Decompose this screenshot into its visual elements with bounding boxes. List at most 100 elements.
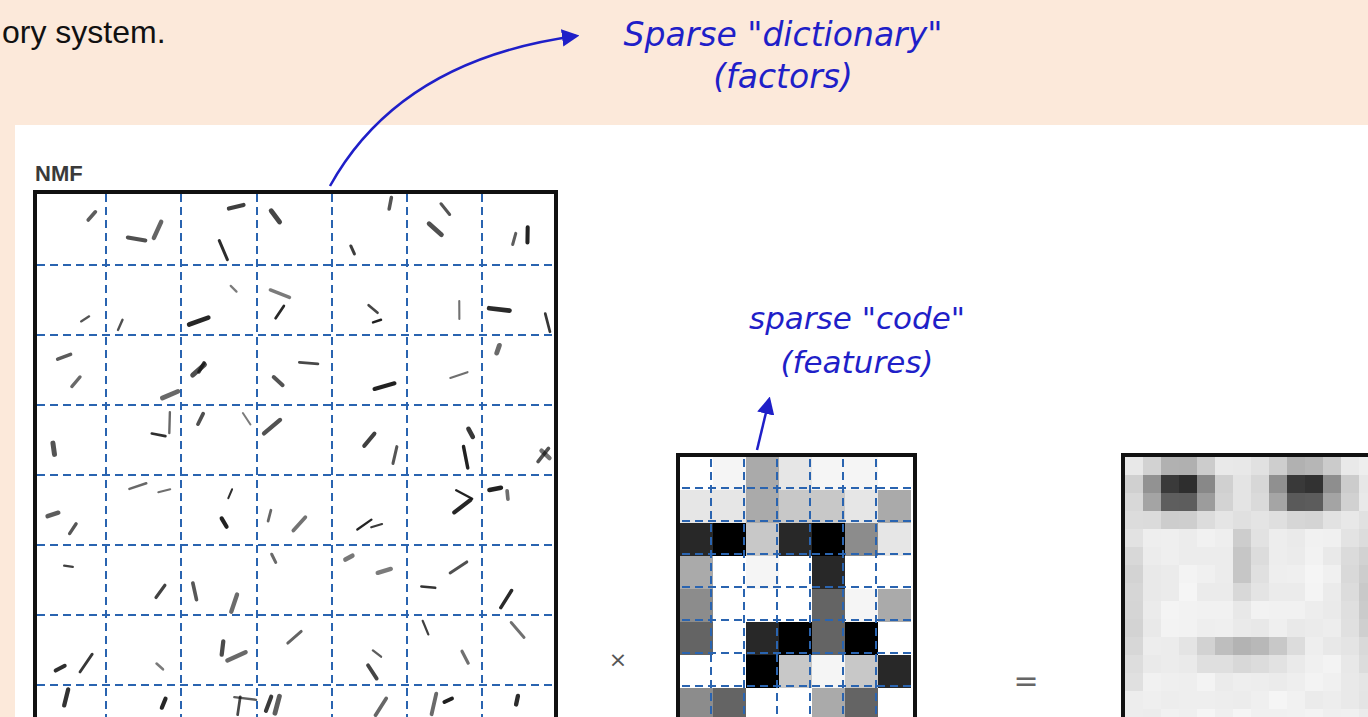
face-pixel	[1251, 457, 1269, 475]
face-pixel	[1143, 637, 1161, 655]
face-pixel	[1359, 511, 1368, 529]
face-pixel	[1197, 637, 1215, 655]
basis-stroke	[501, 591, 512, 608]
basis-stroke	[538, 448, 548, 461]
label-slot: Sparse "dictionary" (factors)	[578, 14, 988, 98]
basis-stroke	[373, 320, 381, 323]
face-pixel	[1341, 655, 1359, 673]
equals-sign: =	[1006, 664, 1046, 698]
annotation-arrow	[757, 400, 769, 450]
basis-stroke	[272, 554, 276, 562]
face-pixel	[1179, 709, 1197, 717]
face-pixel	[1251, 583, 1269, 601]
face-pixel	[1215, 475, 1233, 493]
face-pixel	[1359, 637, 1368, 655]
face-pixel	[1287, 709, 1305, 717]
code-cell	[812, 688, 845, 717]
basis-stroke	[80, 654, 92, 672]
face-pixel	[1233, 529, 1251, 547]
face-pixel	[1215, 673, 1233, 691]
code-cell	[845, 688, 878, 717]
face-pixel	[1125, 655, 1143, 673]
face-pixel	[1305, 565, 1323, 583]
face-pixel	[1251, 475, 1269, 493]
face-pixel	[1269, 529, 1287, 547]
code-cell	[878, 556, 911, 589]
face-pixel	[1161, 583, 1179, 601]
basis-stroke	[423, 621, 429, 635]
face-pixel	[1143, 601, 1161, 619]
face-pixel	[1305, 637, 1323, 655]
face-pixel	[1323, 511, 1341, 529]
face-pixel	[1215, 565, 1233, 583]
basis-stroke	[462, 651, 468, 663]
grid-line	[809, 459, 811, 717]
face-pixel	[1359, 565, 1368, 583]
face-pixel	[1197, 673, 1215, 691]
face-pixel	[1215, 457, 1233, 475]
code-cell	[746, 490, 779, 523]
basis-stroke	[222, 641, 224, 654]
face-pixel	[1179, 529, 1197, 547]
face-pixel	[1287, 601, 1305, 619]
basis-stroke	[364, 434, 374, 446]
face-pixel	[1359, 547, 1368, 565]
basis-stroke	[56, 666, 65, 671]
basis-stroke	[264, 420, 280, 433]
times-sign: ×	[606, 646, 630, 674]
face-pixel	[1197, 457, 1215, 475]
code-cell	[779, 688, 812, 717]
face-pixel	[1359, 475, 1368, 493]
face-pixel	[1269, 457, 1287, 475]
basis-stroke	[222, 518, 227, 526]
face-pixel	[1161, 529, 1179, 547]
basis-stroke	[545, 314, 550, 332]
code-cells	[680, 457, 911, 717]
face-pixel	[1197, 709, 1215, 717]
matrix-heading: NMF	[35, 160, 552, 188]
face-pixel	[1233, 655, 1251, 673]
face-pixel	[1161, 601, 1179, 619]
basis-stroke	[231, 286, 237, 292]
basis-stroke	[199, 363, 204, 372]
basis-stroke	[274, 377, 283, 385]
grid-line	[682, 553, 911, 555]
face-pixel	[1287, 547, 1305, 565]
face-pixel	[1359, 601, 1368, 619]
basis-stroke	[293, 517, 305, 530]
code-cell	[746, 523, 779, 556]
face-pixel	[1341, 511, 1359, 529]
code-cell	[680, 490, 713, 523]
grid-line	[37, 474, 554, 476]
face-pixel	[1125, 529, 1143, 547]
basis-stroke	[189, 318, 208, 325]
basis-stroke	[219, 241, 227, 260]
basis-stroke	[357, 520, 371, 530]
code-cell	[713, 688, 746, 717]
face-pixel	[1215, 493, 1233, 511]
code-cell	[812, 490, 845, 523]
basis-stroke	[72, 377, 80, 387]
code-cell	[878, 523, 911, 556]
basis-stroke	[525, 227, 529, 242]
face-pixel	[1125, 709, 1143, 717]
code-cell	[878, 457, 911, 490]
face-pixel	[1341, 529, 1359, 547]
face-pixel	[1161, 547, 1179, 565]
code-cell	[713, 457, 746, 490]
matrix-box: NMF	[33, 190, 558, 717]
face-pixel	[1233, 457, 1251, 475]
face-pixel	[1323, 565, 1341, 583]
face-pixel	[1215, 511, 1233, 529]
code-cell	[746, 622, 779, 655]
face-pixel	[1269, 691, 1287, 709]
face-pixel	[1341, 691, 1359, 709]
face-pixel	[1161, 493, 1179, 511]
basis-stroke	[198, 414, 203, 425]
code-cell	[746, 655, 779, 688]
basis-stroke	[351, 246, 355, 254]
face-pixel	[1197, 601, 1215, 619]
grid-line	[682, 487, 911, 489]
grid-line	[256, 194, 258, 717]
